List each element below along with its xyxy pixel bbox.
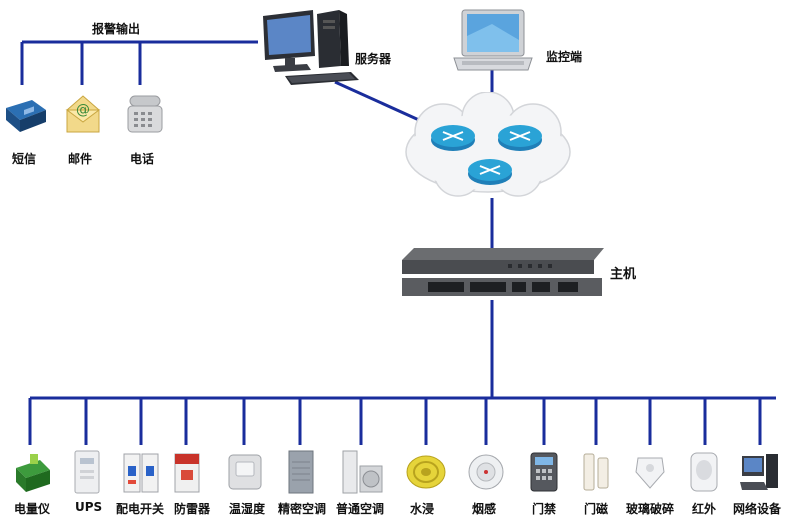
sensor-label: 网络设备 xyxy=(733,502,782,516)
sensor-label: 玻璃破碎 xyxy=(626,502,675,516)
infrared-sensor-icon xyxy=(690,452,718,492)
sensor-label: 精密空调 xyxy=(278,502,327,516)
temp-humidity-sensor-icon xyxy=(228,454,262,490)
host-unit-icon xyxy=(402,248,604,296)
host-label: 主机 xyxy=(610,267,637,282)
alarm-output-label: 报警输出 xyxy=(92,22,141,36)
surge-protector-icon xyxy=(174,453,200,493)
power-meter-icon xyxy=(16,454,50,492)
sms-modem-icon xyxy=(6,100,46,132)
monitor-label: 监控端 xyxy=(546,50,583,64)
access-control-icon xyxy=(530,452,558,492)
svg-text:@: @ xyxy=(76,102,90,118)
alarm-device-label: 邮件 xyxy=(68,152,93,166)
precision-ac-icon xyxy=(288,450,314,494)
sensor-label: 防雷器 xyxy=(174,502,211,516)
server-label: 服务器 xyxy=(355,52,392,66)
sensor-label: 烟感 xyxy=(472,502,497,516)
ups-icon xyxy=(74,450,100,494)
sensor-label: 水浸 xyxy=(410,502,435,516)
monitor-laptop-icon xyxy=(453,9,533,71)
sensor-label: 普通空调 xyxy=(336,502,385,516)
network-device-icon xyxy=(740,454,778,490)
glass-break-sensor-icon xyxy=(635,457,665,489)
sensor-label: 电量仪 xyxy=(14,502,51,516)
water-leak-sensor-icon xyxy=(406,455,446,489)
sensor-label: 门磁 xyxy=(584,502,609,516)
server-computer-icon xyxy=(263,10,359,85)
sensor-label: 门禁 xyxy=(532,502,557,516)
standard-ac-icon xyxy=(342,450,383,494)
distribution-switch-icon xyxy=(123,453,159,493)
alarm-device-label: 短信 xyxy=(12,152,37,166)
sensor-label: 温湿度 xyxy=(229,502,266,516)
telephone-icon xyxy=(127,95,163,133)
network-cloud-icon xyxy=(405,92,571,197)
alarm-device-label: 电话 xyxy=(130,152,155,166)
sensor-label: UPS xyxy=(75,500,103,514)
sensor-label: 配电开关 xyxy=(116,502,165,516)
email-icon: @ xyxy=(65,95,101,133)
sensor-label: 红外 xyxy=(692,502,717,516)
smoke-detector-icon xyxy=(468,454,504,490)
door-magnet-icon xyxy=(583,453,609,491)
